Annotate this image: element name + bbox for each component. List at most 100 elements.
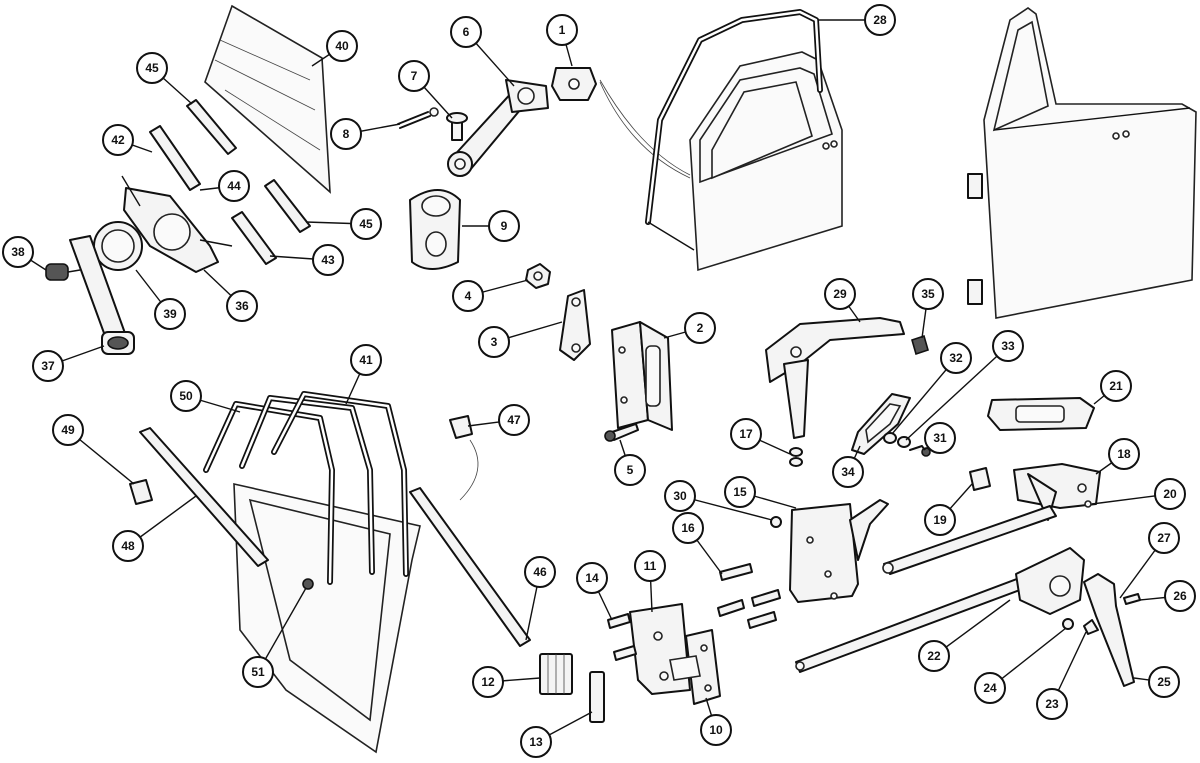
part-window-regulator <box>121 175 233 273</box>
callout-14: 14 <box>576 562 608 594</box>
part-glass-channel-lower <box>264 179 311 233</box>
callout-circle <box>824 278 856 310</box>
callout-number: 27 <box>1157 531 1171 545</box>
callout-circle <box>1148 666 1180 698</box>
callout-24: 24 <box>974 672 1006 704</box>
part-glass-channel-upper <box>186 99 237 155</box>
callout-circle <box>832 456 864 488</box>
part-glass-frame-mid <box>239 395 375 575</box>
callout-number: 22 <box>927 649 941 663</box>
part-escutcheon-ring <box>93 221 143 271</box>
callout-circle <box>1100 370 1132 402</box>
callout-circle <box>918 640 950 672</box>
part-split-pin <box>397 107 439 129</box>
part-striker-shim <box>589 671 605 723</box>
callout-circle <box>924 422 956 454</box>
callout-number: 3 <box>491 335 498 349</box>
callout-number: 26 <box>1173 589 1187 603</box>
part-glass-frame-50 <box>203 401 335 585</box>
callout-circle <box>1154 478 1186 510</box>
callout-number: 47 <box>507 413 521 427</box>
callout-40: 40 <box>326 30 358 62</box>
part-striker-unit <box>669 629 721 705</box>
callout-20: 20 <box>1154 478 1186 510</box>
part-door-lock <box>789 499 889 603</box>
callout-circle <box>112 530 144 562</box>
callout-number: 41 <box>359 353 373 367</box>
callout-number: 10 <box>709 723 723 737</box>
callout-39: 39 <box>154 298 186 330</box>
callout-circle <box>974 672 1006 704</box>
callout-circle <box>700 714 732 746</box>
callout-37: 37 <box>32 350 64 382</box>
callout-number: 43 <box>321 253 335 267</box>
callout-number: 48 <box>121 539 135 553</box>
callout-circle <box>546 14 578 46</box>
part-striker-plate <box>629 603 691 695</box>
callout-45a: 45 <box>136 52 168 84</box>
callout-48: 48 <box>112 530 144 562</box>
callout-number: 29 <box>833 287 847 301</box>
part-glass-channel-48 <box>139 427 269 567</box>
part-interior-handle <box>1083 573 1135 687</box>
callout-38: 38 <box>2 236 34 268</box>
callout-number: 49 <box>61 423 75 437</box>
callout-45b: 45 <box>350 208 382 240</box>
part-washer-24 <box>1062 618 1074 630</box>
callout-number: 28 <box>873 13 887 27</box>
callout-27: 27 <box>1148 522 1180 554</box>
part-trim-clip <box>302 578 314 590</box>
callout-47: 47 <box>498 404 530 436</box>
part-door-shell <box>689 51 843 272</box>
callout-30: 30 <box>664 480 696 512</box>
leader-line-24 <box>989 627 1067 689</box>
callout-43: 43 <box>312 244 344 276</box>
callout-number: 7 <box>411 69 418 83</box>
callout-circle <box>1108 438 1140 470</box>
callout-circle <box>218 170 250 202</box>
part-lock-screw-16 <box>719 563 753 581</box>
callout-number: 15 <box>733 485 747 499</box>
part-glass-frame-41 <box>271 391 409 577</box>
part-handle-gasket <box>851 393 911 455</box>
leader-line-32 <box>891 357 957 435</box>
part-nut <box>525 263 551 289</box>
part-bracket-block <box>969 467 991 491</box>
callout-circle <box>1036 688 1068 720</box>
callout-42: 42 <box>102 124 134 156</box>
callout-46: 46 <box>524 556 556 588</box>
callout-circle <box>154 298 186 330</box>
callout-circle <box>488 210 520 242</box>
part-hinge-screw <box>604 423 639 442</box>
callout-number: 44 <box>227 179 241 193</box>
callout-circle <box>614 454 646 486</box>
callout-26: 26 <box>1164 580 1196 612</box>
callout-circle <box>498 404 530 436</box>
callout-circle <box>102 124 134 156</box>
callout-9: 9 <box>488 210 520 242</box>
callout-12: 12 <box>472 666 504 698</box>
callout-circle <box>924 504 956 536</box>
part-check-strap-grommet <box>409 189 461 270</box>
callout-34: 34 <box>832 456 864 488</box>
part-handle-clip <box>911 334 929 356</box>
callout-number: 12 <box>481 675 495 689</box>
callout-circle <box>940 342 972 374</box>
callout-circle <box>136 52 168 84</box>
part-remote-control-bracket <box>1013 463 1101 521</box>
callout-32: 32 <box>940 342 972 374</box>
callout-circle <box>350 208 382 240</box>
callout-36: 36 <box>226 290 258 322</box>
callout-number: 5 <box>627 463 634 477</box>
part-striker-screws <box>607 613 637 661</box>
part-screw-23 <box>1083 619 1099 635</box>
part-channel-42 <box>149 125 201 191</box>
callout-3: 3 <box>478 326 510 358</box>
leader-line-33 <box>905 345 1009 441</box>
callout-number: 45 <box>359 217 373 231</box>
callout-19: 19 <box>924 504 956 536</box>
part-door-inner-panel <box>233 482 421 754</box>
callout-number: 36 <box>235 299 249 313</box>
part-handle-clips <box>789 447 803 467</box>
